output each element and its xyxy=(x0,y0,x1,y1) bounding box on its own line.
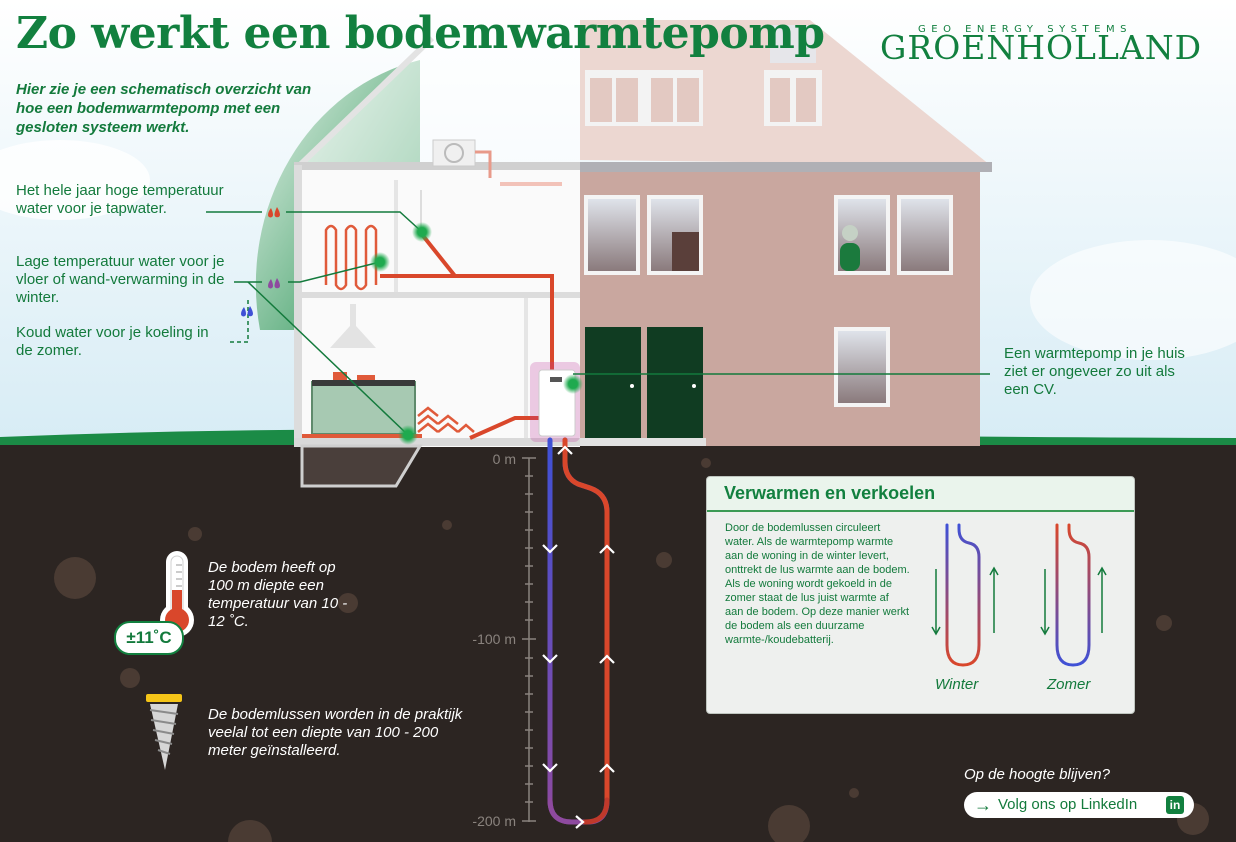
follow-question: Op de hoogte blijven? xyxy=(964,766,1110,783)
loop-depth-text: De bodemlussen worden in de praktijk vee… xyxy=(208,706,463,759)
winter-loop xyxy=(945,523,981,667)
droplet-icons xyxy=(241,207,280,317)
front-doors xyxy=(585,327,703,439)
summer-loop xyxy=(1055,523,1091,667)
drill-icon xyxy=(146,694,182,770)
linkedin-icon: in xyxy=(1166,796,1184,814)
panel-header xyxy=(707,477,1134,512)
loop-mini-diagrams xyxy=(931,523,1107,667)
summer-caption: Zomer xyxy=(1047,676,1091,693)
logo-tagline: GEO ENERGY SYSTEMS xyxy=(918,24,1132,35)
attic-windows xyxy=(585,25,822,126)
logo-name: GROENHOLLAND xyxy=(880,28,1203,67)
winter-caption: Winter xyxy=(935,676,979,693)
arrow-right-icon: → xyxy=(974,795,992,815)
label-heatpump: Een warmtepomp in je huis ziet er ongeve… xyxy=(1004,345,1185,398)
heating-cooling-panel: Verwarmen en verkoelen Door de bodemluss… xyxy=(706,476,1135,714)
radiator xyxy=(324,224,378,291)
heatpump-unit xyxy=(530,362,580,442)
panel-body: Door de bodemlussen circuleert water. Al… xyxy=(725,522,910,646)
linkedin-follow-button[interactable]: → Volg ons op LinkedIn in xyxy=(964,792,1194,818)
depth-label-200: -200 m xyxy=(472,813,516,829)
depth-label-100: -100 m xyxy=(472,631,516,647)
label-floor-heating: Lage temperatuur water voor je vloer of … xyxy=(16,253,225,306)
soil-temperature-text: De bodem heeft op 100 m diepte een tempe… xyxy=(208,559,348,630)
glow-markers xyxy=(370,222,583,445)
loop-arrows xyxy=(542,445,615,829)
label-cooling: Koud water voor je koeling in de zomer. xyxy=(16,324,209,359)
depth-scale xyxy=(522,457,536,822)
page-title: Zo werkt een bodemwarmtepomp xyxy=(16,8,825,59)
follow-button-label: Volg ons op LinkedIn xyxy=(998,796,1138,813)
house-windows xyxy=(584,195,953,407)
panel-title: Verwarmen en verkoelen xyxy=(724,483,936,503)
depth-label-0: 0 m xyxy=(492,451,516,467)
intro-text: Hier zie je een schematisch overzicht va… xyxy=(16,81,312,136)
label-tapwater: Het hele jaar hoge temperatuur water voo… xyxy=(16,182,224,217)
temperature-badge: ±11˚C xyxy=(114,621,184,655)
